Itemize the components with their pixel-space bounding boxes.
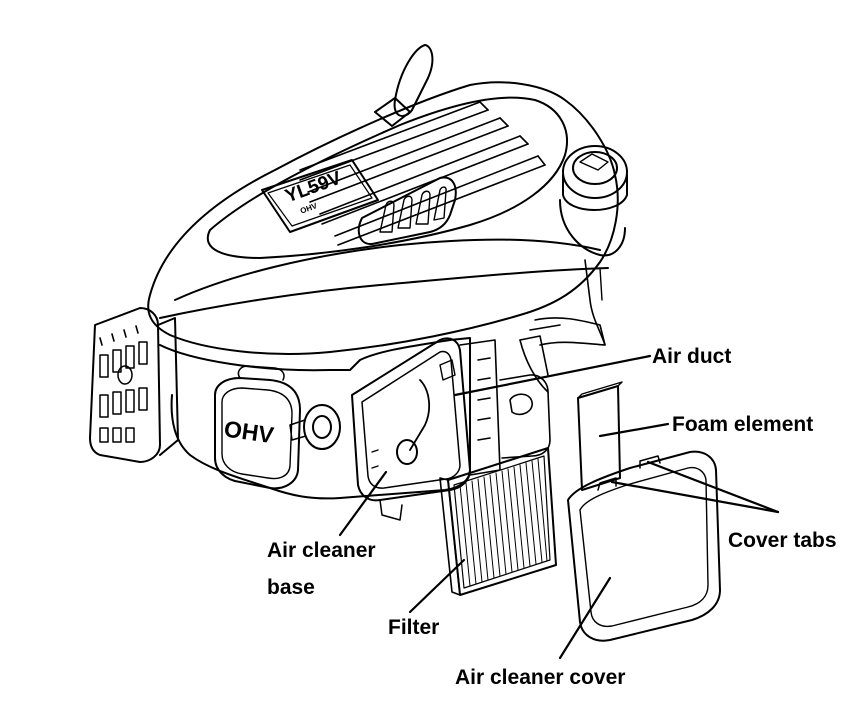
leader-cover-tabs-2 [610, 480, 780, 514]
label-foam-element: Foam element [672, 413, 814, 436]
leader-cover-tabs-1 [646, 460, 780, 514]
label-cover-tabs: Cover tabs [728, 529, 837, 552]
foam-element-shape [577, 381, 623, 491]
cooling-ribs [299, 101, 546, 246]
muffler-guard [89, 307, 179, 463]
engine-handle [374, 44, 434, 127]
label-air-cleaner-cover: Air cleaner cover [455, 666, 626, 689]
filter-pleats [459, 458, 548, 587]
engine-block [159, 337, 471, 500]
leader-foam-element [598, 422, 670, 438]
leader-air-cleaner-base [338, 470, 388, 537]
callout-leaders [338, 354, 780, 660]
label-air-cleaner-base-line2: base [267, 576, 315, 599]
cylinder-head [214, 365, 301, 490]
label-air-cleaner-base-line1: Air cleaner [267, 539, 376, 562]
leader-air-duct [453, 354, 652, 397]
engine-badge [261, 159, 379, 233]
leader-filter [408, 558, 466, 614]
shaft-knob [289, 404, 341, 450]
label-air-duct: Air duct [652, 345, 732, 368]
label-filter: Filter [388, 616, 440, 639]
filter-element [439, 447, 557, 596]
carburetor [459, 317, 606, 476]
air-cleaner-base [351, 337, 471, 521]
badge-subtext: OHV [299, 201, 319, 216]
air-cleaner-cover-shape [567, 450, 721, 642]
engine-shroud [147, 81, 619, 356]
engine-top-cover [207, 96, 568, 259]
leader-air-cleaner-cover [558, 576, 612, 660]
fuel-cap [559, 145, 628, 257]
side-ohv-text: OHV [222, 416, 276, 449]
air-vent [357, 176, 457, 246]
